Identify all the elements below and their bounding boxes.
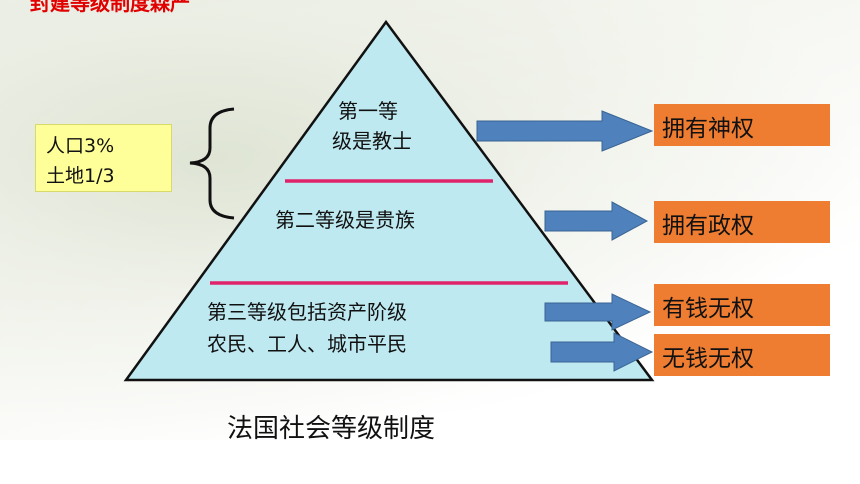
population-box: 人口3% 土地1/3 bbox=[35, 124, 172, 192]
power-box-tier1: 拥有神权 bbox=[654, 104, 830, 146]
power-box-tier3a: 有钱无权 bbox=[654, 284, 830, 326]
tier3-label-line2: 农民、工人、城市平民 bbox=[207, 332, 407, 356]
land-share: 土地1/3 bbox=[46, 165, 115, 187]
tier1-label-line1: 第一等 bbox=[338, 99, 398, 123]
power-box-tier2: 拥有政权 bbox=[654, 201, 830, 243]
power-label-tier1: 拥有神权 bbox=[662, 116, 754, 142]
power-label-tier2: 拥有政权 bbox=[662, 213, 754, 239]
arrow-tier3b bbox=[550, 332, 654, 372]
power-label-tier3b: 无钱无权 bbox=[662, 346, 754, 372]
tier3-label-line1: 第三等级包括资产阶级 bbox=[207, 300, 407, 324]
arrow-tier2 bbox=[544, 201, 649, 241]
power-box-tier3b: 无钱无权 bbox=[654, 334, 830, 376]
tier1-label-line2: 级是教士 bbox=[332, 129, 412, 153]
pyramid bbox=[123, 19, 655, 382]
brace-icon bbox=[189, 107, 235, 220]
arrow-tier3a bbox=[544, 293, 652, 331]
diagram-caption: 法国社会等级制度 bbox=[227, 414, 436, 444]
page-title: 封建等级制度森严 bbox=[30, 0, 190, 15]
population-share: 人口3% bbox=[46, 135, 115, 157]
arrow-tier1 bbox=[476, 110, 654, 152]
tier2-label: 第二等级是贵族 bbox=[275, 208, 415, 232]
power-label-tier3a: 有钱无权 bbox=[662, 296, 754, 322]
